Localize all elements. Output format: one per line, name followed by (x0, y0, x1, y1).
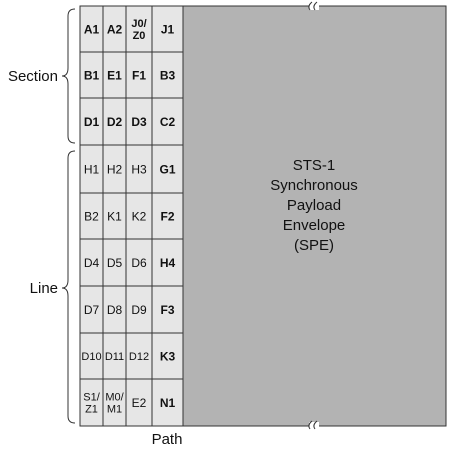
break-mark-bottom (308, 420, 319, 430)
overhead-byte-label: D3 (131, 115, 147, 129)
overhead-byte-label: D5 (107, 256, 123, 270)
overhead-byte-label: D4 (84, 256, 100, 270)
line-label: Line (30, 280, 58, 297)
overhead-byte-label: E1 (107, 68, 122, 82)
overhead-byte-label: J0/Z0 (131, 18, 146, 42)
path-label: Path (152, 431, 183, 448)
overhead-cell (151, 332, 184, 380)
overhead-byte-label: D8 (107, 303, 123, 317)
overhead-byte-label: H4 (160, 256, 176, 270)
overhead-byte-label: D6 (131, 256, 147, 270)
payload-label-line: (SPE) (294, 237, 334, 254)
overhead-byte-label: S1/Z1 (83, 391, 100, 415)
section-brace (61, 8, 76, 144)
overhead-byte-label: B3 (160, 68, 176, 82)
overhead-byte-label: F3 (160, 303, 174, 317)
overhead-byte-label: B2 (84, 209, 99, 223)
overhead-cell (151, 51, 184, 99)
overhead-byte-label: D10 (81, 351, 101, 363)
overhead-byte-label: D2 (107, 115, 123, 129)
overhead-byte-label: D11 (105, 351, 124, 363)
overhead-byte-label: C2 (160, 115, 176, 129)
overhead-byte-label: K2 (132, 209, 147, 223)
overhead-byte-label: M0/M1 (105, 391, 124, 415)
overhead-byte-label: A1 (84, 22, 100, 36)
overhead-byte-label: H1 (84, 162, 100, 176)
overhead-byte-label: F1 (132, 68, 146, 82)
overhead-byte-label: D12 (129, 351, 149, 363)
payload-label-line: Synchronous (270, 177, 358, 194)
overhead-byte-label: D1 (84, 115, 100, 129)
overhead-byte-label: H3 (131, 162, 147, 176)
payload-envelope (182, 5, 447, 427)
overhead-cell (151, 238, 184, 287)
overhead-cell (151, 144, 184, 194)
overhead-cell (125, 378, 153, 427)
break-mark-top (308, 1, 319, 11)
overhead-byte-label: N1 (160, 396, 176, 410)
overhead-byte-label: D9 (131, 303, 147, 317)
overhead-cell (151, 97, 184, 146)
overhead-byte-label: G1 (159, 162, 175, 176)
overhead-byte-label: J1 (161, 22, 175, 36)
payload-label-line: Envelope (283, 217, 346, 234)
overhead-byte-label: K1 (107, 209, 122, 223)
section-label: Section (8, 68, 58, 85)
overhead-cell (125, 332, 153, 380)
overhead-byte-label: A2 (107, 22, 123, 36)
overhead-byte-label: H2 (107, 162, 123, 176)
overhead-byte-label: K3 (160, 349, 176, 363)
overhead-cell (151, 285, 184, 334)
payload-label-line: Payload (287, 197, 341, 214)
overhead-byte-label: E2 (132, 396, 147, 410)
payload-label-line: STS-1 (293, 157, 336, 174)
line-brace (61, 150, 76, 424)
overhead-byte-label: D7 (84, 303, 100, 317)
overhead-byte-label: B1 (84, 68, 100, 82)
overhead-byte-label: F2 (160, 209, 174, 223)
